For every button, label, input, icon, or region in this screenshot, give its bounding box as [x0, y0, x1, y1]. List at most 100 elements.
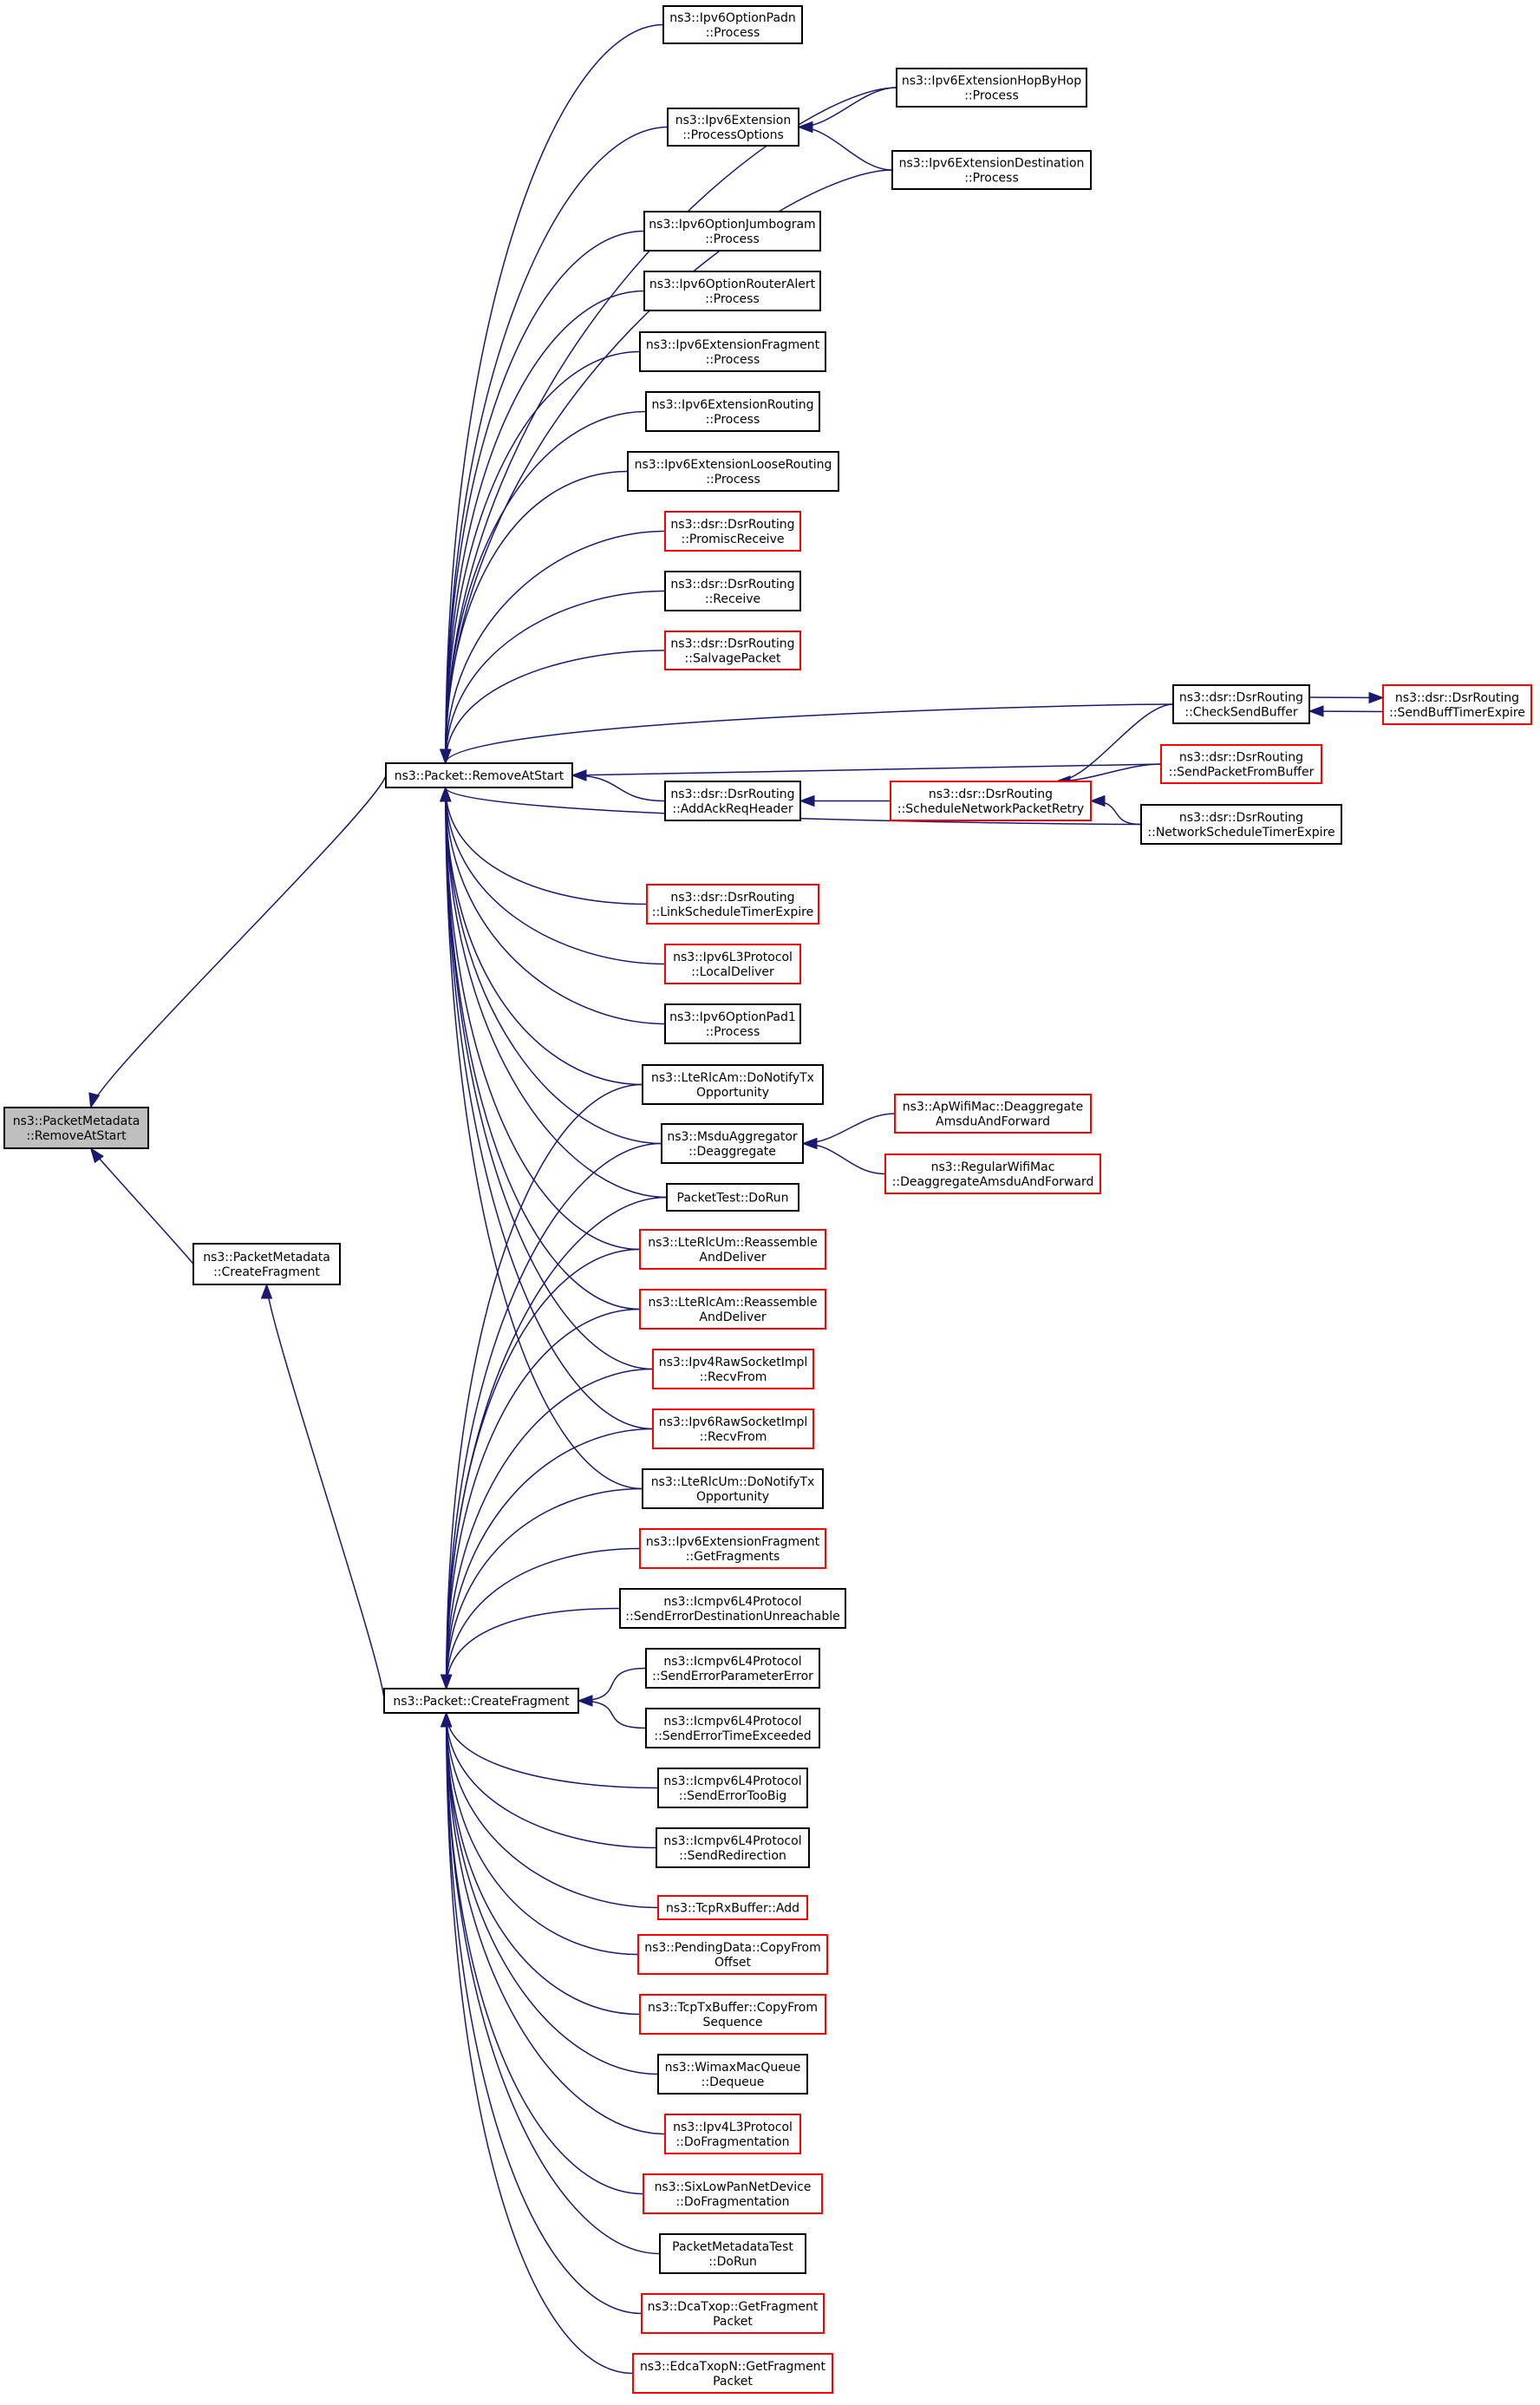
edge-jumbo-to-p_ras [445, 230, 645, 764]
node-pmtest[interactable]: PacketMetadataTest::DoRun [659, 2233, 806, 2274]
node-pm_cf[interactable]: ns3::PacketMetadata::CreateFragment [192, 1243, 341, 1285]
edge-amnotify-to-p_cf [445, 1083, 643, 1689]
node-getfrags[interactable]: ns3::Ipv6ExtensionFragment::GetFragments [639, 1528, 826, 1569]
node-msdu[interactable]: ns3::MsduAggregator::Deaggregate [661, 1123, 804, 1164]
node-label: ns3::Ipv6OptionJumbogram [649, 218, 815, 232]
node-padn[interactable]: ns3::Ipv6OptionPadn::Process [662, 5, 803, 44]
node-sixlow[interactable]: ns3::SixLowPanNetDevice::DoFragmentation [643, 2173, 823, 2214]
node-dest[interactable]: ns3::Ipv6ExtensionDestination::Process [891, 150, 1092, 190]
node-label: ::SendPacketFromBuffer [1169, 766, 1315, 780]
node-label: Opportunity [696, 1490, 769, 1504]
node-label: ns3::Ipv6ExtensionFragment [646, 1535, 820, 1549]
node-regwifi[interactable]: ns3::RegularWifiMac::DeaggregateAmsduAnd… [884, 1153, 1101, 1194]
node-p_cf[interactable]: ns3::Packet::CreateFragment [383, 1688, 579, 1714]
node-addack[interactable]: ns3::dsr::DsrRouting::AddAckReqHeader [664, 781, 801, 821]
node-label: ::Process [705, 292, 760, 306]
edge-netsched-to-schedretry [1090, 800, 1142, 826]
node-sendbuff[interactable]: ns3::dsr::DsrRouting::SendBuffTimerExpir… [1382, 684, 1532, 725]
node-promisc[interactable]: ns3::dsr::DsrRouting::PromiscReceive [664, 511, 801, 552]
node-apwifi[interactable]: ns3::ApWifiMac::DeaggregateAmsduAndForwa… [894, 1094, 1092, 1134]
node-label: ns3::TcpRxBuffer::Add [666, 1902, 799, 1916]
node-hbh[interactable]: ns3::Ipv6ExtensionHopByHop::Process [896, 68, 1087, 108]
node-box [667, 108, 799, 147]
node-routing[interactable]: ns3::Ipv6ExtensionRouting::Process [645, 391, 820, 432]
edge-arrowhead [577, 1695, 593, 1707]
node-tcprx[interactable]: ns3::TcpRxBuffer::Add [657, 1895, 808, 1920]
node-netsched[interactable]: ns3::dsr::DsrRouting::NetworkScheduleTim… [1140, 804, 1342, 845]
edge-localdeliver-to-p_ras [445, 787, 666, 965]
node-label: Sequence [702, 2016, 762, 2029]
node-label: ns3::Ipv6ExtensionDestination [899, 157, 1085, 171]
node-label: ns3::PendingData::CopyFrom [644, 1941, 821, 1955]
edge-amreasm-to-p_ras [445, 787, 641, 1310]
node-linksched[interactable]: ns3::dsr::DsrRouting::LinkScheduleTimerE… [646, 884, 819, 925]
node-redirect[interactable]: ns3::Icmpv6L4Protocol::SendRedirection [656, 1827, 810, 1868]
node-root[interactable]: ns3::PacketMetadata::RemoveAtStart [3, 1107, 149, 1149]
node-label: ::SalvagePacket [685, 652, 781, 666]
edge-umnotify-to-p_ras [445, 787, 643, 1490]
edge-msdu-to-p_ras [445, 787, 662, 1145]
node-box [652, 1408, 814, 1449]
node-label: ::DoFragmentation [675, 2135, 789, 2149]
node-box [666, 1183, 799, 1212]
node-box [627, 451, 839, 492]
node-box [645, 391, 820, 432]
node-receive[interactable]: ns3::dsr::DsrRouting::Receive [664, 571, 801, 611]
node-errbig[interactable]: ns3::Icmpv6L4Protocol::SendErrorTooBig [657, 1768, 808, 1808]
node-sendpkt[interactable]: ns3::dsr::DsrRouting::SendPacketFromBuff… [1160, 744, 1322, 784]
node-box [1140, 804, 1342, 845]
edge-v4raw-to-p_ras [445, 787, 654, 1370]
node-v4raw[interactable]: ns3::Ipv4RawSocketImpl::RecvFrom [652, 1349, 814, 1389]
node-label: ns3::Ipv6ExtensionRouting [651, 398, 813, 412]
node-label: ns3::Ipv6Extension [675, 114, 791, 127]
node-pad1[interactable]: ns3::Ipv6OptionPad1::Process [664, 1003, 801, 1044]
node-label: ns3::Icmpv6L4Protocol [663, 1715, 801, 1729]
edge-arrowhead [260, 1283, 273, 1299]
node-procopt[interactable]: ns3::Ipv6Extension::ProcessOptions [667, 108, 799, 147]
edge-dca-to-p_cf [445, 1712, 643, 2315]
node-label: ns3::Ipv6OptionPadn [669, 11, 796, 25]
node-label: ns3::Ipv6L3Protocol [673, 951, 793, 964]
node-schedretry[interactable]: ns3::dsr::DsrRouting::ScheduleNetworkPac… [890, 781, 1092, 821]
node-frag[interactable]: ns3::Ipv6ExtensionFragment::Process [639, 331, 826, 372]
node-errdest[interactable]: ns3::Icmpv6L4Protocol::SendErrorDestinat… [619, 1588, 846, 1629]
node-salvage[interactable]: ns3::dsr::DsrRouting::SalvagePacket [664, 631, 801, 670]
edge-sendpkt-to-p_ras [571, 763, 1162, 776]
node-box [664, 571, 801, 611]
edge-umreasm-to-p_cf [445, 1248, 641, 1689]
node-label: ::Process [706, 353, 760, 367]
node-pkttest[interactable]: PacketTest::DoRun [666, 1183, 799, 1212]
node-checksend[interactable]: ns3::dsr::DsrRouting::CheckSendBuffer [1172, 684, 1310, 724]
node-errparam[interactable]: ns3::Icmpv6L4Protocol::SendErrorParamete… [645, 1648, 820, 1689]
node-errtime[interactable]: ns3::Icmpv6L4Protocol::SendErrorTimeExce… [645, 1708, 820, 1748]
node-localdeliver[interactable]: ns3::Ipv6L3Protocol::LocalDeliver [664, 944, 801, 984]
node-box [664, 944, 801, 984]
node-label: ns3::LteRlcUm::DoNotifyTx [651, 1475, 815, 1489]
node-v4frag[interactable]: ns3::Ipv4L3Protocol::DoFragmentation [664, 2114, 801, 2154]
node-box [639, 1289, 826, 1330]
node-v6raw[interactable]: ns3::Ipv6RawSocketImpl::RecvFrom [652, 1408, 814, 1449]
node-label: ::Process [964, 89, 1019, 103]
node-box [643, 271, 821, 311]
node-box [192, 1243, 341, 1285]
node-box [656, 1827, 810, 1868]
node-jumbo[interactable]: ns3::Ipv6OptionJumbogram::Process [643, 211, 821, 252]
node-label: PacketMetadataTest [672, 2240, 793, 2254]
node-p_ras[interactable]: ns3::Packet::RemoveAtStart [385, 762, 573, 788]
node-ralert[interactable]: ns3::Ipv6OptionRouterAlert::Process [643, 271, 821, 311]
edge-redirect-to-p_cf [445, 1712, 657, 1849]
node-label: ::ScheduleNetworkPacketRetry [897, 802, 1084, 816]
node-box [645, 1708, 820, 1748]
edge-salvage-to-p_ras [445, 650, 666, 764]
node-loose[interactable]: ns3::Ipv6ExtensionLooseRouting::Process [627, 451, 839, 492]
node-wimax[interactable]: ns3::WimaxMacQueue::Dequeue [657, 2054, 808, 2095]
node-label: ::AddAckReqHeader [672, 802, 793, 816]
